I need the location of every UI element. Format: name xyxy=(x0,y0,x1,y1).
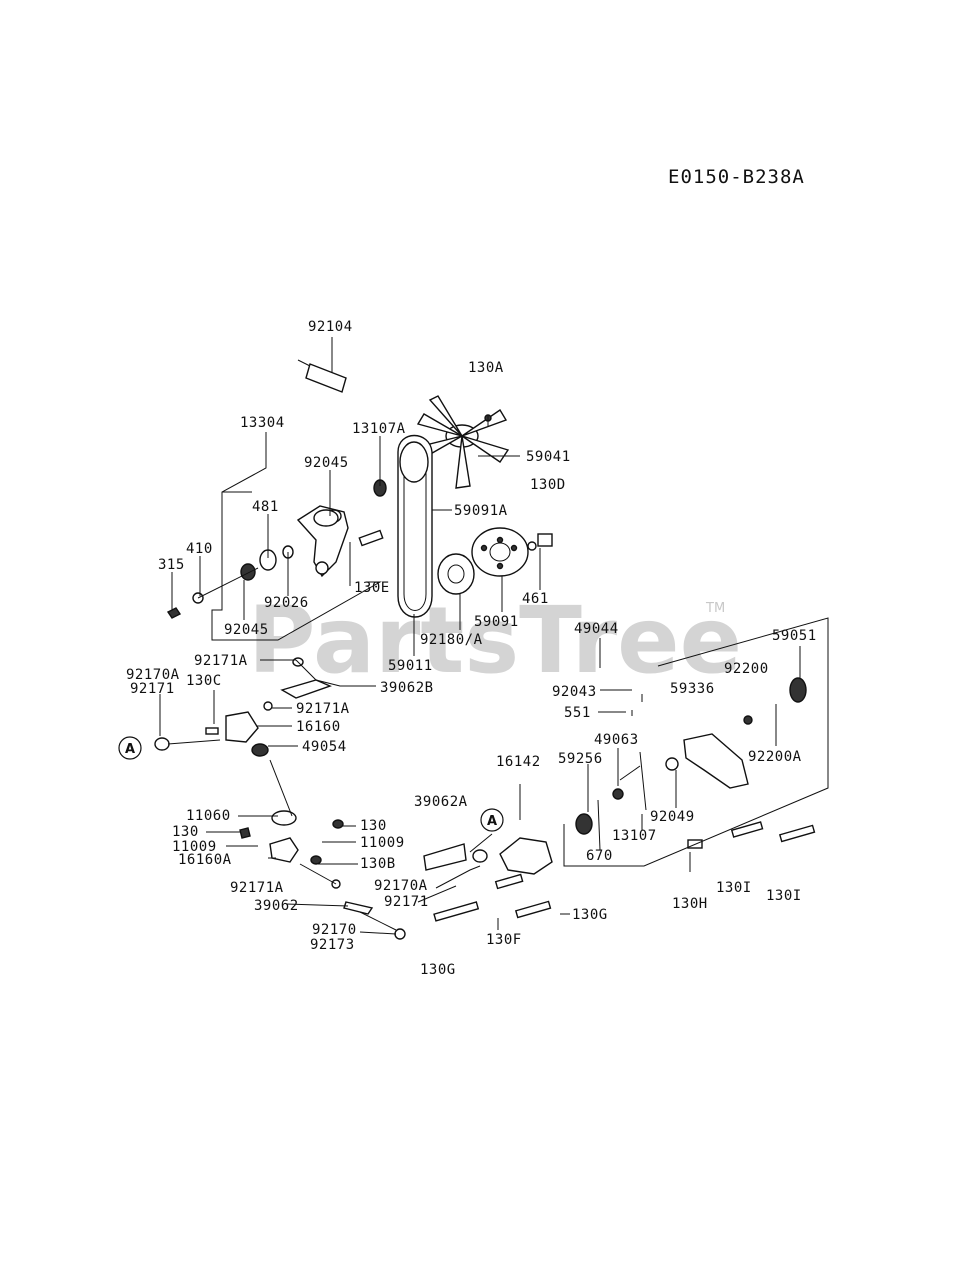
label-16142: 16142 xyxy=(496,754,541,770)
label-551: 551 xyxy=(564,705,591,721)
label-130f: 130F xyxy=(486,932,522,948)
label-59041: 59041 xyxy=(526,449,571,465)
label-130a: 130A xyxy=(468,360,504,376)
label-130h: 130H xyxy=(672,896,708,912)
label-130d: 130D xyxy=(530,477,566,493)
bolt-130d-part xyxy=(527,533,553,551)
label-11060: 11060 xyxy=(186,808,231,824)
diagram-code: E0150-B238A xyxy=(668,166,805,188)
svg-text:A: A xyxy=(487,814,497,829)
label-11009-right: 11009 xyxy=(360,835,405,851)
label-13107: 13107 xyxy=(612,828,657,844)
label-92170: 92170 xyxy=(312,922,357,938)
label-92171a-top: 92171A xyxy=(194,653,248,669)
label-130-left: 130 xyxy=(172,824,199,840)
label-92171a-bottom: 92171A xyxy=(230,880,284,896)
label-16160: 16160 xyxy=(296,719,341,735)
label-49054: 49054 xyxy=(302,739,347,755)
label-92180a: 92180/A xyxy=(420,632,483,648)
callout-a-right: A xyxy=(480,808,504,832)
label-92170a-left: 92170A xyxy=(126,667,180,683)
label-92104: 92104 xyxy=(308,319,353,335)
label-92171a-mid: 92171A xyxy=(296,701,350,717)
label-130i-a: 130I xyxy=(716,880,752,896)
label-130e: 130E xyxy=(354,580,390,596)
label-59051: 59051 xyxy=(772,628,817,644)
label-130i-b: 130I xyxy=(766,888,802,904)
water-pump-part xyxy=(239,810,406,940)
label-16160a: 16160A xyxy=(178,852,232,868)
fan-belt-part xyxy=(397,435,433,618)
trademark-mark: TM xyxy=(705,601,725,616)
label-13107a: 13107A xyxy=(352,421,406,437)
label-59091: 59091 xyxy=(474,614,519,630)
spacer-part xyxy=(437,553,475,595)
sealant-tube-part xyxy=(297,359,347,393)
label-130c: 130C xyxy=(186,673,222,689)
label-92200a: 92200A xyxy=(748,749,802,765)
label-59256: 59256 xyxy=(558,751,603,767)
label-49044: 49044 xyxy=(574,621,619,637)
watermark-text: PartsTree xyxy=(248,587,742,694)
label-92200: 92200 xyxy=(724,661,769,677)
label-130b: 130B xyxy=(360,856,396,872)
label-461: 461 xyxy=(522,591,549,607)
label-92026: 92026 xyxy=(264,595,309,611)
label-59091a: 59091A xyxy=(454,503,508,519)
label-92171-mid: 92171 xyxy=(384,894,429,910)
label-39062a: 39062A xyxy=(414,794,468,810)
label-481: 481 xyxy=(252,499,279,515)
label-130g-right: 130G xyxy=(572,907,608,923)
label-670: 670 xyxy=(586,848,613,864)
label-92049: 92049 xyxy=(650,809,695,825)
oil-pump-part xyxy=(423,788,624,922)
pulley-part xyxy=(471,527,529,577)
callout-a-left: A xyxy=(118,736,142,760)
label-39062: 39062 xyxy=(254,898,299,914)
label-92045-bottom: 92045 xyxy=(224,622,269,638)
label-92170a-mid: 92170A xyxy=(374,878,428,894)
right-bracket-part xyxy=(631,677,816,849)
label-315: 315 xyxy=(158,557,185,573)
label-49063: 49063 xyxy=(594,732,639,748)
svg-text:A: A xyxy=(125,742,135,757)
label-13304: 13304 xyxy=(240,415,285,431)
label-92173: 92173 xyxy=(310,937,355,953)
label-59336: 59336 xyxy=(670,681,715,697)
label-59011: 59011 xyxy=(388,658,433,674)
label-410: 410 xyxy=(186,541,213,557)
label-92043: 92043 xyxy=(552,684,597,700)
label-130-right: 130 xyxy=(360,818,387,834)
label-11009-left: 11009 xyxy=(172,839,217,855)
label-39062b: 39062B xyxy=(380,680,434,696)
label-130g-bottom: 130G xyxy=(420,962,456,978)
leader-lines xyxy=(159,337,829,935)
thermostat-housing-part xyxy=(154,657,332,757)
label-92171-left: 92171 xyxy=(130,681,175,697)
label-92045-top: 92045 xyxy=(304,455,349,471)
